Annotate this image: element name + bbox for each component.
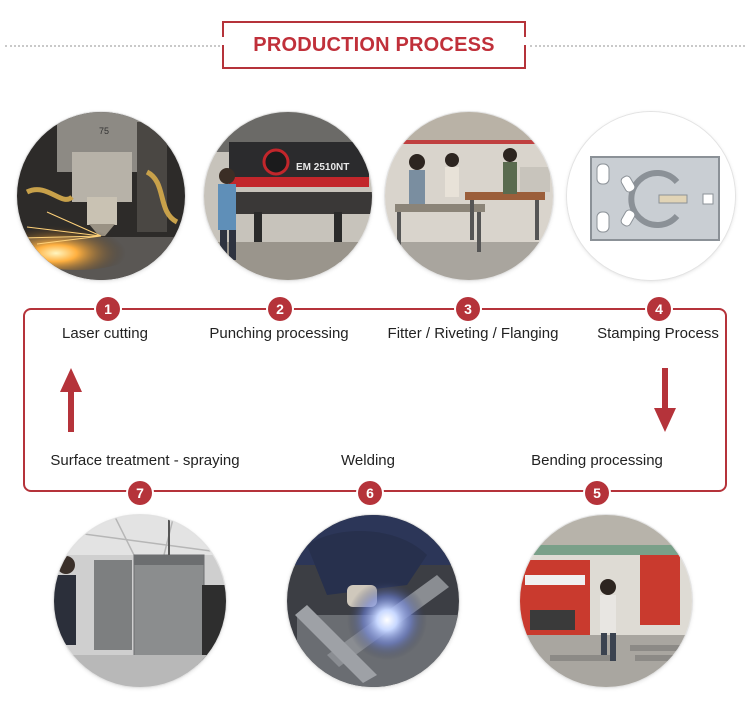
step-badge-7: 7 (128, 481, 152, 505)
step-badge-1: 1 (96, 297, 120, 321)
title-frame: PRODUCTION PROCESS (222, 21, 526, 69)
step-label-welding: Welding (341, 452, 395, 469)
step-badge-2: 2 (268, 297, 292, 321)
photo-surface-treatment-spraying (54, 515, 226, 687)
step-badge-5: 5 (585, 481, 609, 505)
photo-bending-processing (520, 515, 692, 687)
step-label-punching-processing: Punching processing (209, 325, 349, 342)
step-label-fitter-riveting-flanging: Fitter / Riveting / Flanging (387, 325, 559, 342)
punch-machine-model: EM 2510NT (296, 162, 349, 173)
photo-stamping-process (567, 112, 735, 280)
page-title: PRODUCTION PROCESS (253, 33, 495, 56)
photo-punching-processing: EM 2510NT (204, 112, 372, 280)
photo-fitter-riveting-flanging (385, 112, 553, 280)
photo-welding (287, 515, 459, 687)
title-rule-left (5, 45, 220, 47)
title-rule-right (530, 45, 745, 47)
step-label-laser-cutting: Laser cutting (62, 325, 148, 342)
arrow-up-icon (60, 368, 82, 432)
laser-head-mark: 75 (99, 126, 109, 136)
step-label-surface-treatment-spraying: Surface treatment - spraying (50, 452, 240, 469)
photo-laser-cutting: 75 (17, 112, 185, 280)
step-badge-4: 4 (647, 297, 671, 321)
step-label-bending-processing: Bending processing (531, 452, 663, 469)
arrow-down-icon (654, 368, 676, 432)
step-badge-3: 3 (456, 297, 480, 321)
step-label-stamping-process: Stamping Process (597, 325, 719, 342)
step-badge-6: 6 (358, 481, 382, 505)
